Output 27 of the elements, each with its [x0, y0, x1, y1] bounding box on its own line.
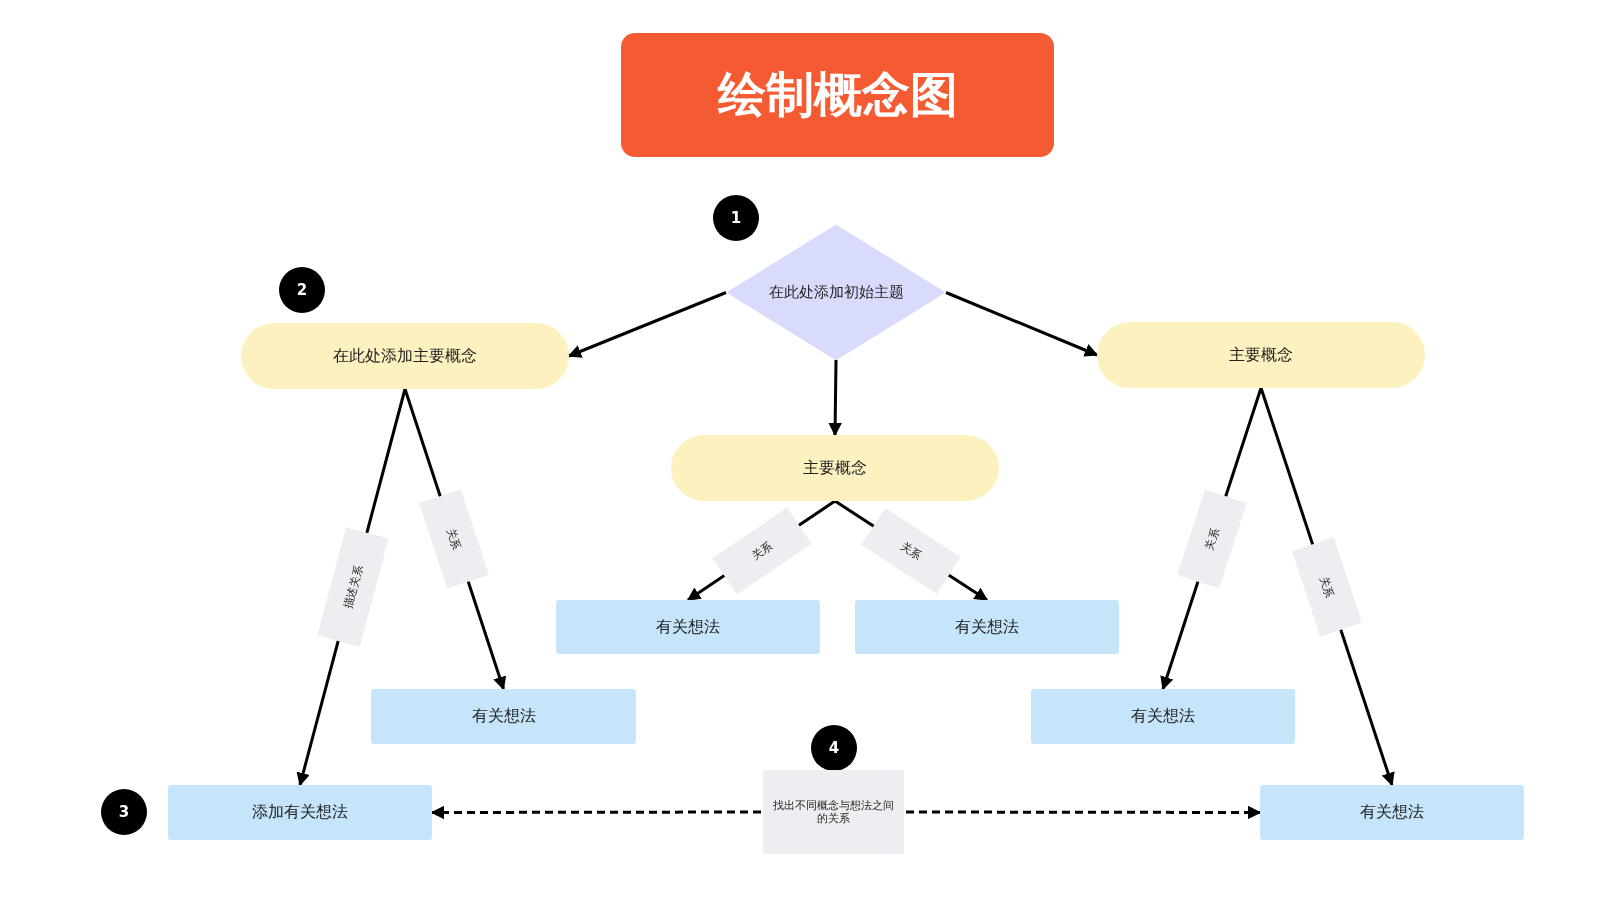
- edge-label: 描述关系: [316, 527, 389, 647]
- edge-label: 关系: [861, 507, 961, 594]
- arrow: [828, 359, 842, 437]
- concept-pill: 在此处添加主要概念: [241, 323, 569, 389]
- concept-pill: 主要概念: [671, 435, 999, 501]
- idea-box: 有关想法: [1260, 785, 1524, 840]
- topic-diamond: 在此处添加初始主题: [728, 225, 944, 360]
- step-badge: 2: [279, 267, 325, 313]
- idea-box: 有关想法: [371, 689, 636, 744]
- step-badge: 4: [811, 725, 857, 771]
- step-badge: 3: [101, 789, 147, 835]
- note-box: 找出不同概念与想法之间的关系: [763, 770, 904, 854]
- title-banner: 绘制概念图: [621, 33, 1054, 157]
- arrow: [906, 805, 1262, 820]
- step-badge: 1: [713, 195, 759, 241]
- idea-box: 有关想法: [556, 600, 820, 654]
- arrow: [567, 291, 727, 358]
- edge-label: 关系: [419, 489, 490, 589]
- idea-box: 有关想法: [1031, 689, 1295, 744]
- idea-box: 添加有关想法: [168, 785, 432, 840]
- arrow: [945, 291, 1099, 357]
- arrow: [430, 805, 761, 820]
- edge-label: 关系: [711, 507, 812, 594]
- edge-label: 关系: [1177, 488, 1247, 589]
- edge-label: 关系: [1291, 536, 1362, 637]
- idea-box: 有关想法: [855, 600, 1119, 654]
- concept-pill: 主要概念: [1097, 322, 1425, 388]
